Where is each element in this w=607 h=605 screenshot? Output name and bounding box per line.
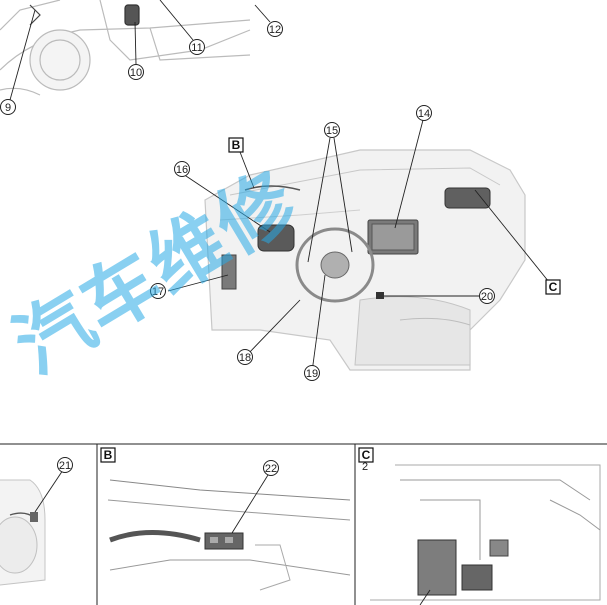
- instrument-cluster: [257, 224, 295, 252]
- svg-text:15: 15: [326, 125, 338, 137]
- callout-11: 11: [189, 39, 205, 55]
- detail-panel-b: B: [100, 447, 351, 591]
- callout-21: 21: [57, 457, 73, 473]
- callout-16: 16: [174, 161, 190, 177]
- view-label-b: B: [228, 137, 244, 153]
- svg-text:B: B: [104, 448, 113, 462]
- callout-12: 12: [267, 21, 283, 37]
- detail-panel-left: [0, 469, 64, 586]
- top-leaders: [9, 0, 271, 101]
- svg-text:17: 17: [152, 286, 164, 298]
- svg-text:20: 20: [481, 291, 493, 303]
- right-vent-module: [444, 187, 491, 209]
- callout-14: 14: [416, 105, 432, 121]
- callout-9: 9: [0, 99, 16, 115]
- component-10-body: [124, 4, 140, 26]
- svg-text:B: B: [232, 138, 241, 152]
- steering-wheel: [295, 227, 375, 303]
- svg-text:12: 12: [269, 24, 281, 36]
- detail-panel-c: C 2: [358, 447, 601, 605]
- callout-22: 22: [263, 460, 279, 476]
- callout-18: 18: [237, 349, 253, 365]
- svg-text:10: 10: [130, 67, 142, 79]
- module-c: [417, 539, 457, 596]
- dashboard-assembly: [204, 149, 526, 371]
- callout-19: 19: [304, 365, 320, 381]
- svg-text:21: 21: [59, 460, 71, 472]
- sensor-20: [376, 292, 384, 299]
- svg-text:2: 2: [362, 461, 368, 473]
- svg-text:14: 14: [418, 108, 430, 120]
- left-side-module: [221, 254, 237, 290]
- dashboard-leaders: [167, 119, 554, 373]
- callout-15: 15: [324, 122, 340, 138]
- svg-text:C: C: [362, 448, 371, 462]
- callout-20: 20: [479, 288, 495, 304]
- svg-text:16: 16: [176, 164, 188, 176]
- svg-text:19: 19: [306, 368, 318, 380]
- svg-text:18: 18: [239, 352, 251, 364]
- component-21-body: [30, 512, 38, 522]
- svg-text:9: 9: [5, 102, 11, 114]
- view-label-c: C: [545, 279, 561, 295]
- detail-panels: [0, 443, 607, 605]
- svg-text:22: 22: [265, 463, 277, 475]
- callout-17: 17: [150, 283, 166, 299]
- svg-text:C: C: [549, 280, 558, 294]
- svg-text:11: 11: [191, 42, 202, 54]
- callout-10: 10: [128, 64, 144, 80]
- vehicle-front-view: [0, 0, 251, 96]
